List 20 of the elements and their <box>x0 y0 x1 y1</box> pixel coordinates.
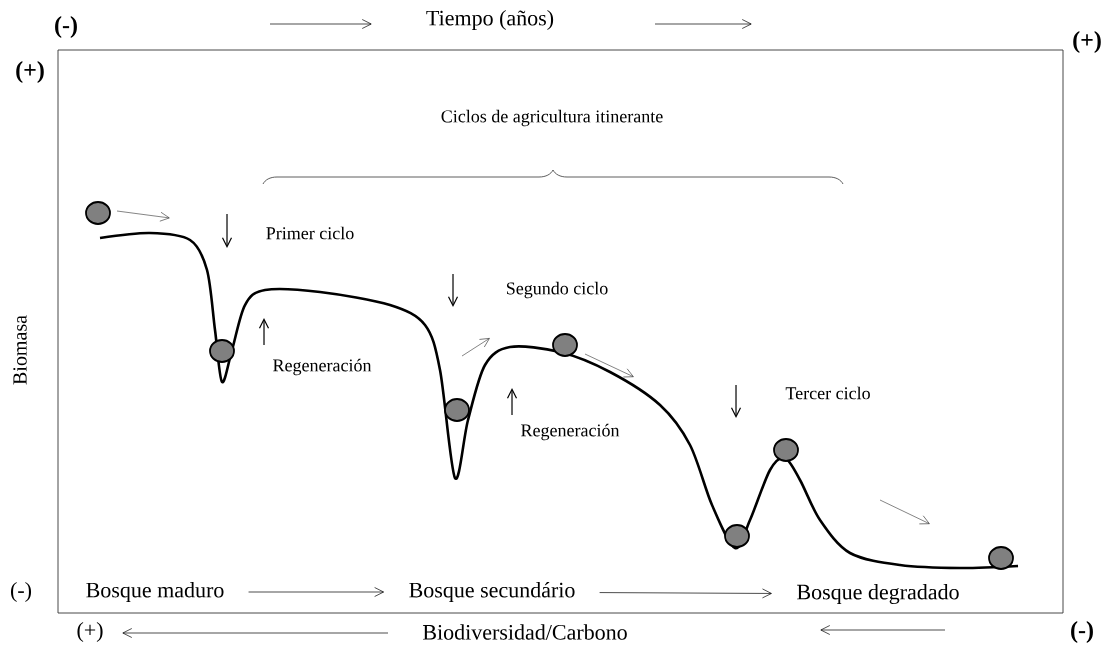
axis-label: Biodiversidad/Carbono <box>423 624 627 640</box>
stage-label: Bosque secundário <box>409 582 575 602</box>
stage-label: Bosque degradado <box>797 584 959 604</box>
sign-label: (+) <box>16 61 44 83</box>
sign-label: (-) <box>55 16 77 38</box>
sign-label: (+) <box>1073 31 1101 53</box>
axis-label: Biomasa <box>13 315 27 385</box>
arrow <box>599 588 772 599</box>
regeneration-label: Regeneración <box>521 423 620 441</box>
sign-label: (-) <box>1071 621 1093 643</box>
cycle-label: Segundo ciclo <box>507 281 608 299</box>
stage-label: Bosque maduro <box>86 582 224 602</box>
regeneration-label: Regeneración <box>273 358 372 376</box>
brace-label: Ciclos de agricultura itinerante <box>441 109 663 127</box>
cycle-label: Tercer ciclo <box>785 386 870 400</box>
sign-label: (+) <box>77 622 103 642</box>
sign-label: (-) <box>11 582 32 602</box>
cycle-label: Primer ciclo <box>266 226 354 240</box>
arrow <box>248 587 384 597</box>
axis-label: Tiempo (años) <box>426 10 554 30</box>
